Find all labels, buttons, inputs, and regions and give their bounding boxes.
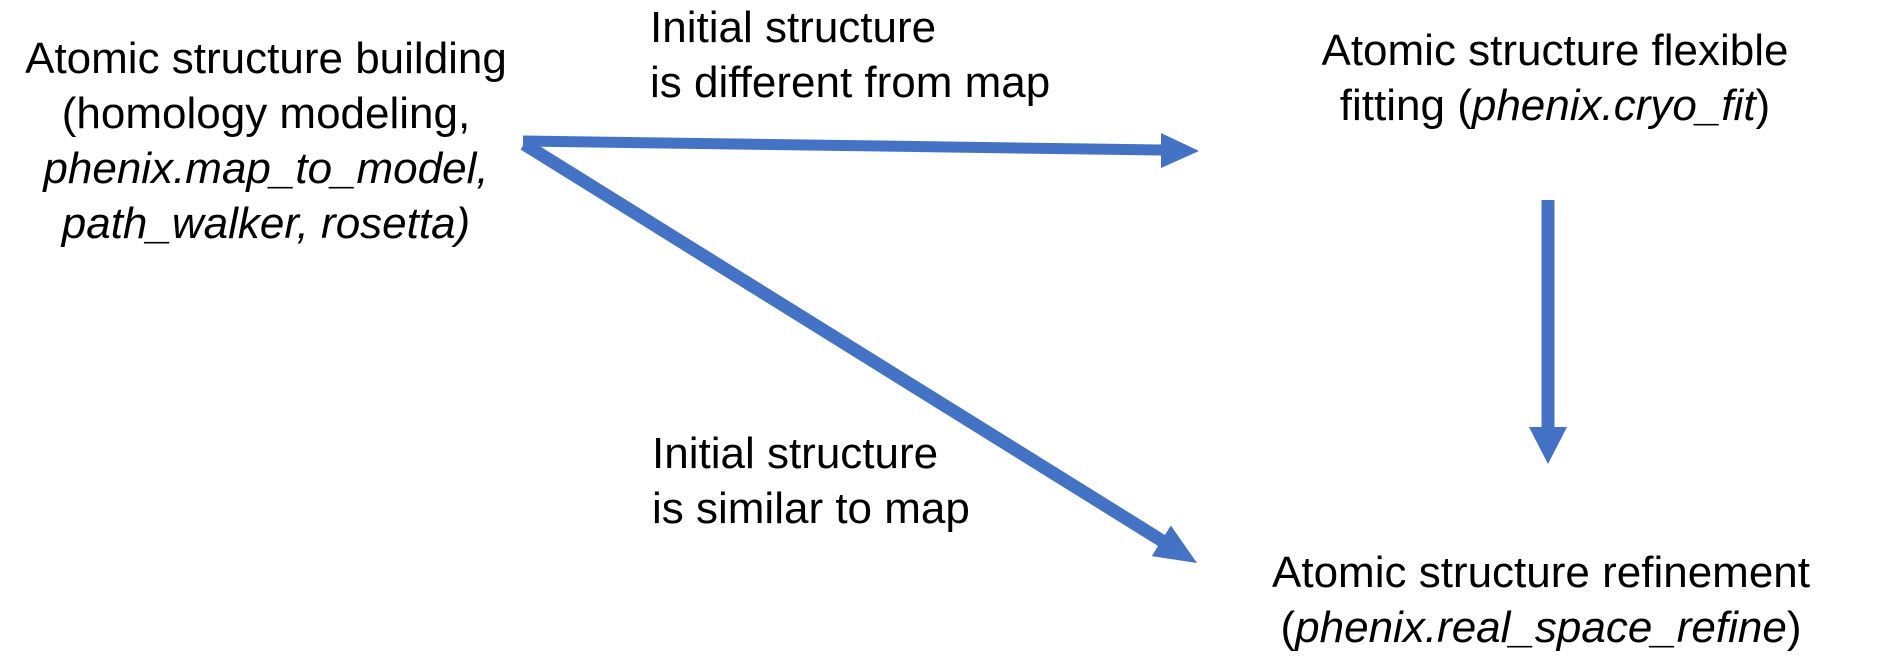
refinement-line1: Atomic structure refinement [1272, 548, 1810, 597]
refinement-line2: (phenix.real_space_refine) [1256, 600, 1826, 655]
fitting-line2: fitting (phenix.cryo_fit) [1295, 78, 1815, 133]
building-line4: path_walker, rosetta) [61, 199, 471, 248]
label-initial-structure-similar: Initial structure is similar to map [652, 426, 970, 536]
building-line3: phenix.map_to_model, [43, 144, 489, 193]
fitting-line2-suffix: ) [1755, 81, 1771, 130]
node-atomic-structure-building: Atomic structure building (homology mode… [6, 31, 526, 251]
label-initial-structure-different: Initial structure is different from map [650, 0, 1050, 110]
arrow-flexible-fitting-to-refinement-icon [1529, 200, 1567, 464]
label-similar-line2: is similar to map [652, 484, 970, 533]
label-similar-line1: Initial structure [652, 429, 939, 478]
node-atomic-structure-flexible-fitting: Atomic structure flexible fitting (pheni… [1295, 23, 1815, 133]
node-atomic-structure-refinement: Atomic structure refinement (phenix.real… [1256, 545, 1826, 655]
refinement-line2-suffix: ) [1786, 603, 1802, 652]
fitting-line1: Atomic structure flexible [1321, 26, 1789, 75]
arrow-building-to-refinement-icon [520, 138, 1197, 563]
fitting-line2-italic: phenix.cryo_fit [1471, 81, 1756, 130]
refinement-line2-italic: phenix.real_space_refine [1295, 603, 1787, 652]
label-different-line1: Initial structure [650, 3, 937, 52]
building-line2: (homology modeling, [61, 89, 471, 138]
refinement-line2-prefix: ( [1280, 603, 1296, 652]
fitting-line2-prefix: fitting ( [1339, 81, 1472, 130]
arrow-building-to-flexible-fitting-icon [522, 133, 1199, 168]
label-different-line2: is different from map [650, 58, 1051, 107]
building-line1: Atomic structure building [25, 34, 507, 83]
